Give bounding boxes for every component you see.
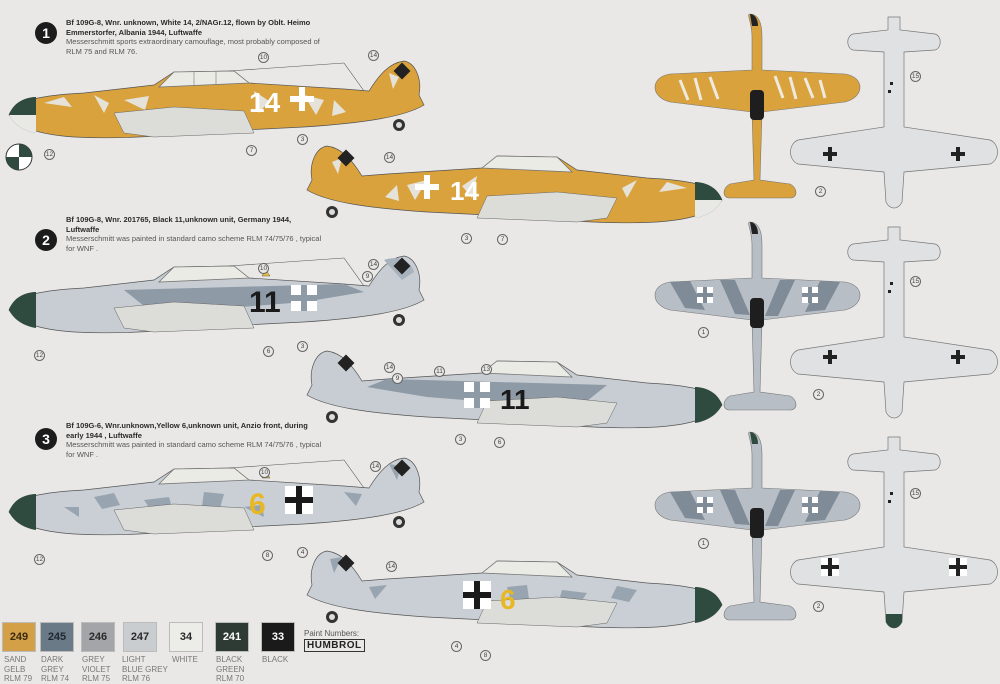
callout-6: 6 (494, 437, 505, 448)
paint-label-33: BLACK (262, 655, 289, 664)
callout-12: 12 (44, 149, 55, 160)
svg-text:6: 6 (249, 488, 266, 521)
callout-2: 2 (815, 186, 826, 197)
paint-label-34: WHITE (172, 655, 198, 664)
scheme-1-profile-left: 14 (8, 60, 425, 139)
callout-8: 8 (262, 550, 273, 561)
callout-4: 4 (451, 641, 462, 652)
callout-7: 7 (497, 234, 508, 245)
callout-10: 10 (259, 467, 270, 478)
callout-10: 10 (258, 52, 269, 63)
paint-swatch-245: 245 (40, 622, 74, 652)
scheme-3-bottom-view (790, 436, 998, 629)
callout-1: 1 (698, 538, 709, 549)
scheme-2-badge: 2 (35, 229, 57, 251)
callout-14: 14 (368, 50, 379, 61)
paint-swatch-249: 249 (2, 622, 36, 652)
paint-swatch-247: 247 (123, 622, 157, 652)
callout-8: 8 (480, 650, 491, 661)
scheme-2-description: Messerschmitt was painted in standard ca… (66, 234, 322, 253)
callout-2: 2 (813, 601, 824, 612)
callout-15: 15 (910, 276, 921, 287)
paint-swatch-33: 33 (261, 622, 295, 652)
svg-text:14: 14 (450, 176, 479, 206)
callout-3: 3 (461, 233, 472, 244)
scheme-3-description: Messerschmitt was painted in standard ca… (66, 440, 322, 459)
paint-swatch-34: 34 (169, 622, 203, 652)
humbrol-brand-label: HUMBROL (304, 639, 365, 652)
callout-3: 3 (455, 434, 466, 445)
callout-2: 2 (813, 389, 824, 400)
callout-15: 15 (910, 71, 921, 82)
scheme-2-bottom-view (790, 226, 998, 419)
scheme-3-top-view (654, 431, 861, 621)
callout-3: 3 (297, 134, 308, 145)
callout-14: 14 (370, 461, 381, 472)
scheme-2-profile-right: 11 (306, 350, 723, 429)
callout-7: 7 (246, 145, 257, 156)
callout-14: 14 (386, 561, 397, 572)
callout-14: 14 (384, 362, 395, 373)
spinner-marking-icon (5, 143, 33, 171)
scheme-3-caption: Bf 109G-6, Wnr.unknown,Yellow 6,unknown … (66, 421, 326, 459)
callout-14: 14 (368, 259, 379, 270)
callout-11: 11 (434, 366, 445, 377)
scheme-2-top-view (654, 221, 861, 411)
callout-12: 12 (34, 350, 45, 361)
scheme-3-title: Bf 109G-6, Wnr.unknown,Yellow 6,unknown … (66, 421, 308, 440)
callout-1: 1 (698, 327, 709, 338)
scheme-3-profile-left: 6 (8, 457, 425, 536)
scheme-3-badge: 3 (35, 428, 57, 450)
scheme-2-caption: Bf 109G-8, Wnr. 201765, Black 11,unknown… (66, 215, 326, 253)
callout-4: 4 (297, 547, 308, 558)
paint-numbers-caption: Paint Numbers: (304, 629, 360, 638)
callout-9: 9 (362, 271, 373, 282)
callout-12: 12 (34, 554, 45, 565)
paint-swatch-246: 246 (81, 622, 115, 652)
scheme-2-title: Bf 109G-8, Wnr. 201765, Black 11,unknown… (66, 215, 292, 234)
scheme-1-bottom-view (790, 16, 998, 209)
scheme-1-caption: Bf 109G-8, Wnr. unknown, White 14, 2/NAG… (66, 18, 326, 56)
scheme-1-top-view (654, 13, 861, 199)
scheme-1-title: Bf 109G-8, Wnr. unknown, White 14, 2/NAG… (66, 18, 311, 37)
callout-13: 13 (481, 364, 492, 375)
scheme-1-profile-right: 14 (306, 145, 723, 224)
svg-text:11: 11 (249, 286, 281, 319)
svg-text:6: 6 (500, 584, 516, 615)
scheme-2-profile-left: 11 (8, 255, 425, 334)
svg-text:11: 11 (500, 384, 530, 415)
paint-swatch-241: 241 (215, 622, 249, 652)
callout-10: 10 (258, 263, 269, 274)
scheme-1-description: Messerschmitt sports extraordinary camou… (66, 37, 320, 56)
fuselage-code: 14 (249, 87, 281, 118)
scheme-3-profile-right: 6 (306, 550, 723, 629)
callout-9: 9 (392, 373, 403, 384)
callout-15: 15 (910, 488, 921, 499)
callout-6: 6 (263, 346, 274, 357)
scheme-1-badge: 1 (35, 22, 57, 44)
callout-14: 14 (384, 152, 395, 163)
callout-3: 3 (297, 341, 308, 352)
